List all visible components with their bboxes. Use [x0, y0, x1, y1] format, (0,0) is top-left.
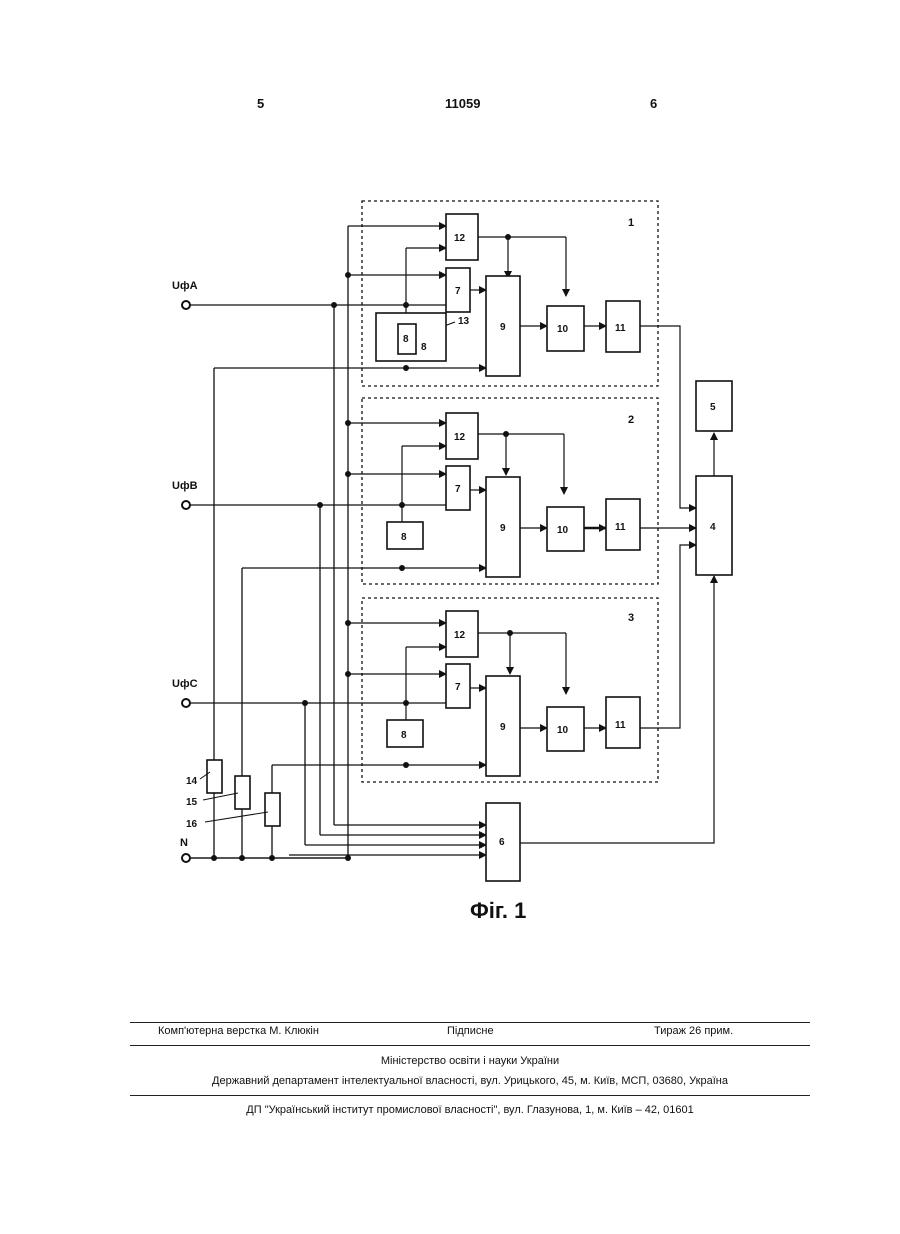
ch3-label-8: 8	[401, 730, 407, 741]
ch3-label-10: 10	[557, 725, 569, 736]
terminal-phase-a	[182, 301, 190, 309]
imprint-department: Державний департамент інтелектуальної вл…	[130, 1075, 810, 1087]
resistor-16	[265, 793, 280, 826]
terminal-phase-c	[182, 699, 190, 707]
imprint-rule-bottom	[130, 1095, 810, 1096]
imprint-typesetting: Комп'ютерна верстка М. Клюкін	[158, 1025, 319, 1037]
imprint-signed: Підписне	[447, 1025, 494, 1037]
imprint-circulation: Тираж 26 прим.	[654, 1025, 733, 1037]
resistor-14	[207, 760, 222, 793]
label-block-6: 6	[499, 837, 505, 848]
imprint-rule-middle	[130, 1045, 810, 1046]
label-resistor-15: 15	[186, 797, 198, 808]
imprint-ministry: Міністерство освіти і науки України	[130, 1055, 810, 1067]
label-block-5: 5	[710, 402, 716, 413]
ch1-label-9: 9	[500, 322, 506, 333]
channel-1-number: 1	[628, 217, 634, 229]
channel-2-number: 2	[628, 414, 634, 426]
imprint-rule-top	[130, 1022, 810, 1023]
label-block-4: 4	[710, 522, 716, 533]
ch1-label-8: 8	[421, 342, 427, 353]
imprint-institute: ДП "Український інститут промислової вла…	[130, 1104, 810, 1116]
label-phase-a: UфA	[172, 280, 198, 292]
ch1-label-7: 7	[455, 286, 461, 297]
ch3-label-11: 11	[615, 720, 626, 731]
block-diagram: UфA UфB UфC N 1 2 3 12 7 8 8 13 9 10 11 …	[0, 0, 900, 940]
resistor-15	[235, 776, 250, 809]
ch1-label-sensor-8: 8	[403, 334, 409, 345]
label-resistor-14: 14	[186, 776, 198, 787]
ch1-label-10: 10	[557, 324, 569, 335]
label-phase-c: UфC	[172, 678, 198, 690]
ch1-label-12: 12	[454, 233, 466, 244]
channel-3-number: 3	[628, 612, 634, 624]
figure-caption: Фіг. 1	[470, 898, 526, 924]
ch3-label-12: 12	[454, 630, 466, 641]
ch2-label-7: 7	[455, 484, 461, 495]
ch2-label-10: 10	[557, 525, 569, 536]
ch2-label-12: 12	[454, 432, 466, 443]
ch2-label-8: 8	[401, 532, 407, 543]
ch1-label-13: 13	[458, 316, 470, 327]
ch3-label-9: 9	[500, 722, 506, 733]
ch1-label-11: 11	[615, 323, 626, 334]
label-resistor-16: 16	[186, 819, 198, 830]
label-phase-b: UфB	[172, 480, 198, 492]
terminal-phase-b	[182, 501, 190, 509]
ch3-label-7: 7	[455, 682, 461, 693]
label-neutral: N	[180, 837, 188, 849]
terminal-neutral	[182, 854, 190, 862]
ch2-label-11: 11	[615, 522, 626, 533]
ch2-label-9: 9	[500, 523, 506, 534]
